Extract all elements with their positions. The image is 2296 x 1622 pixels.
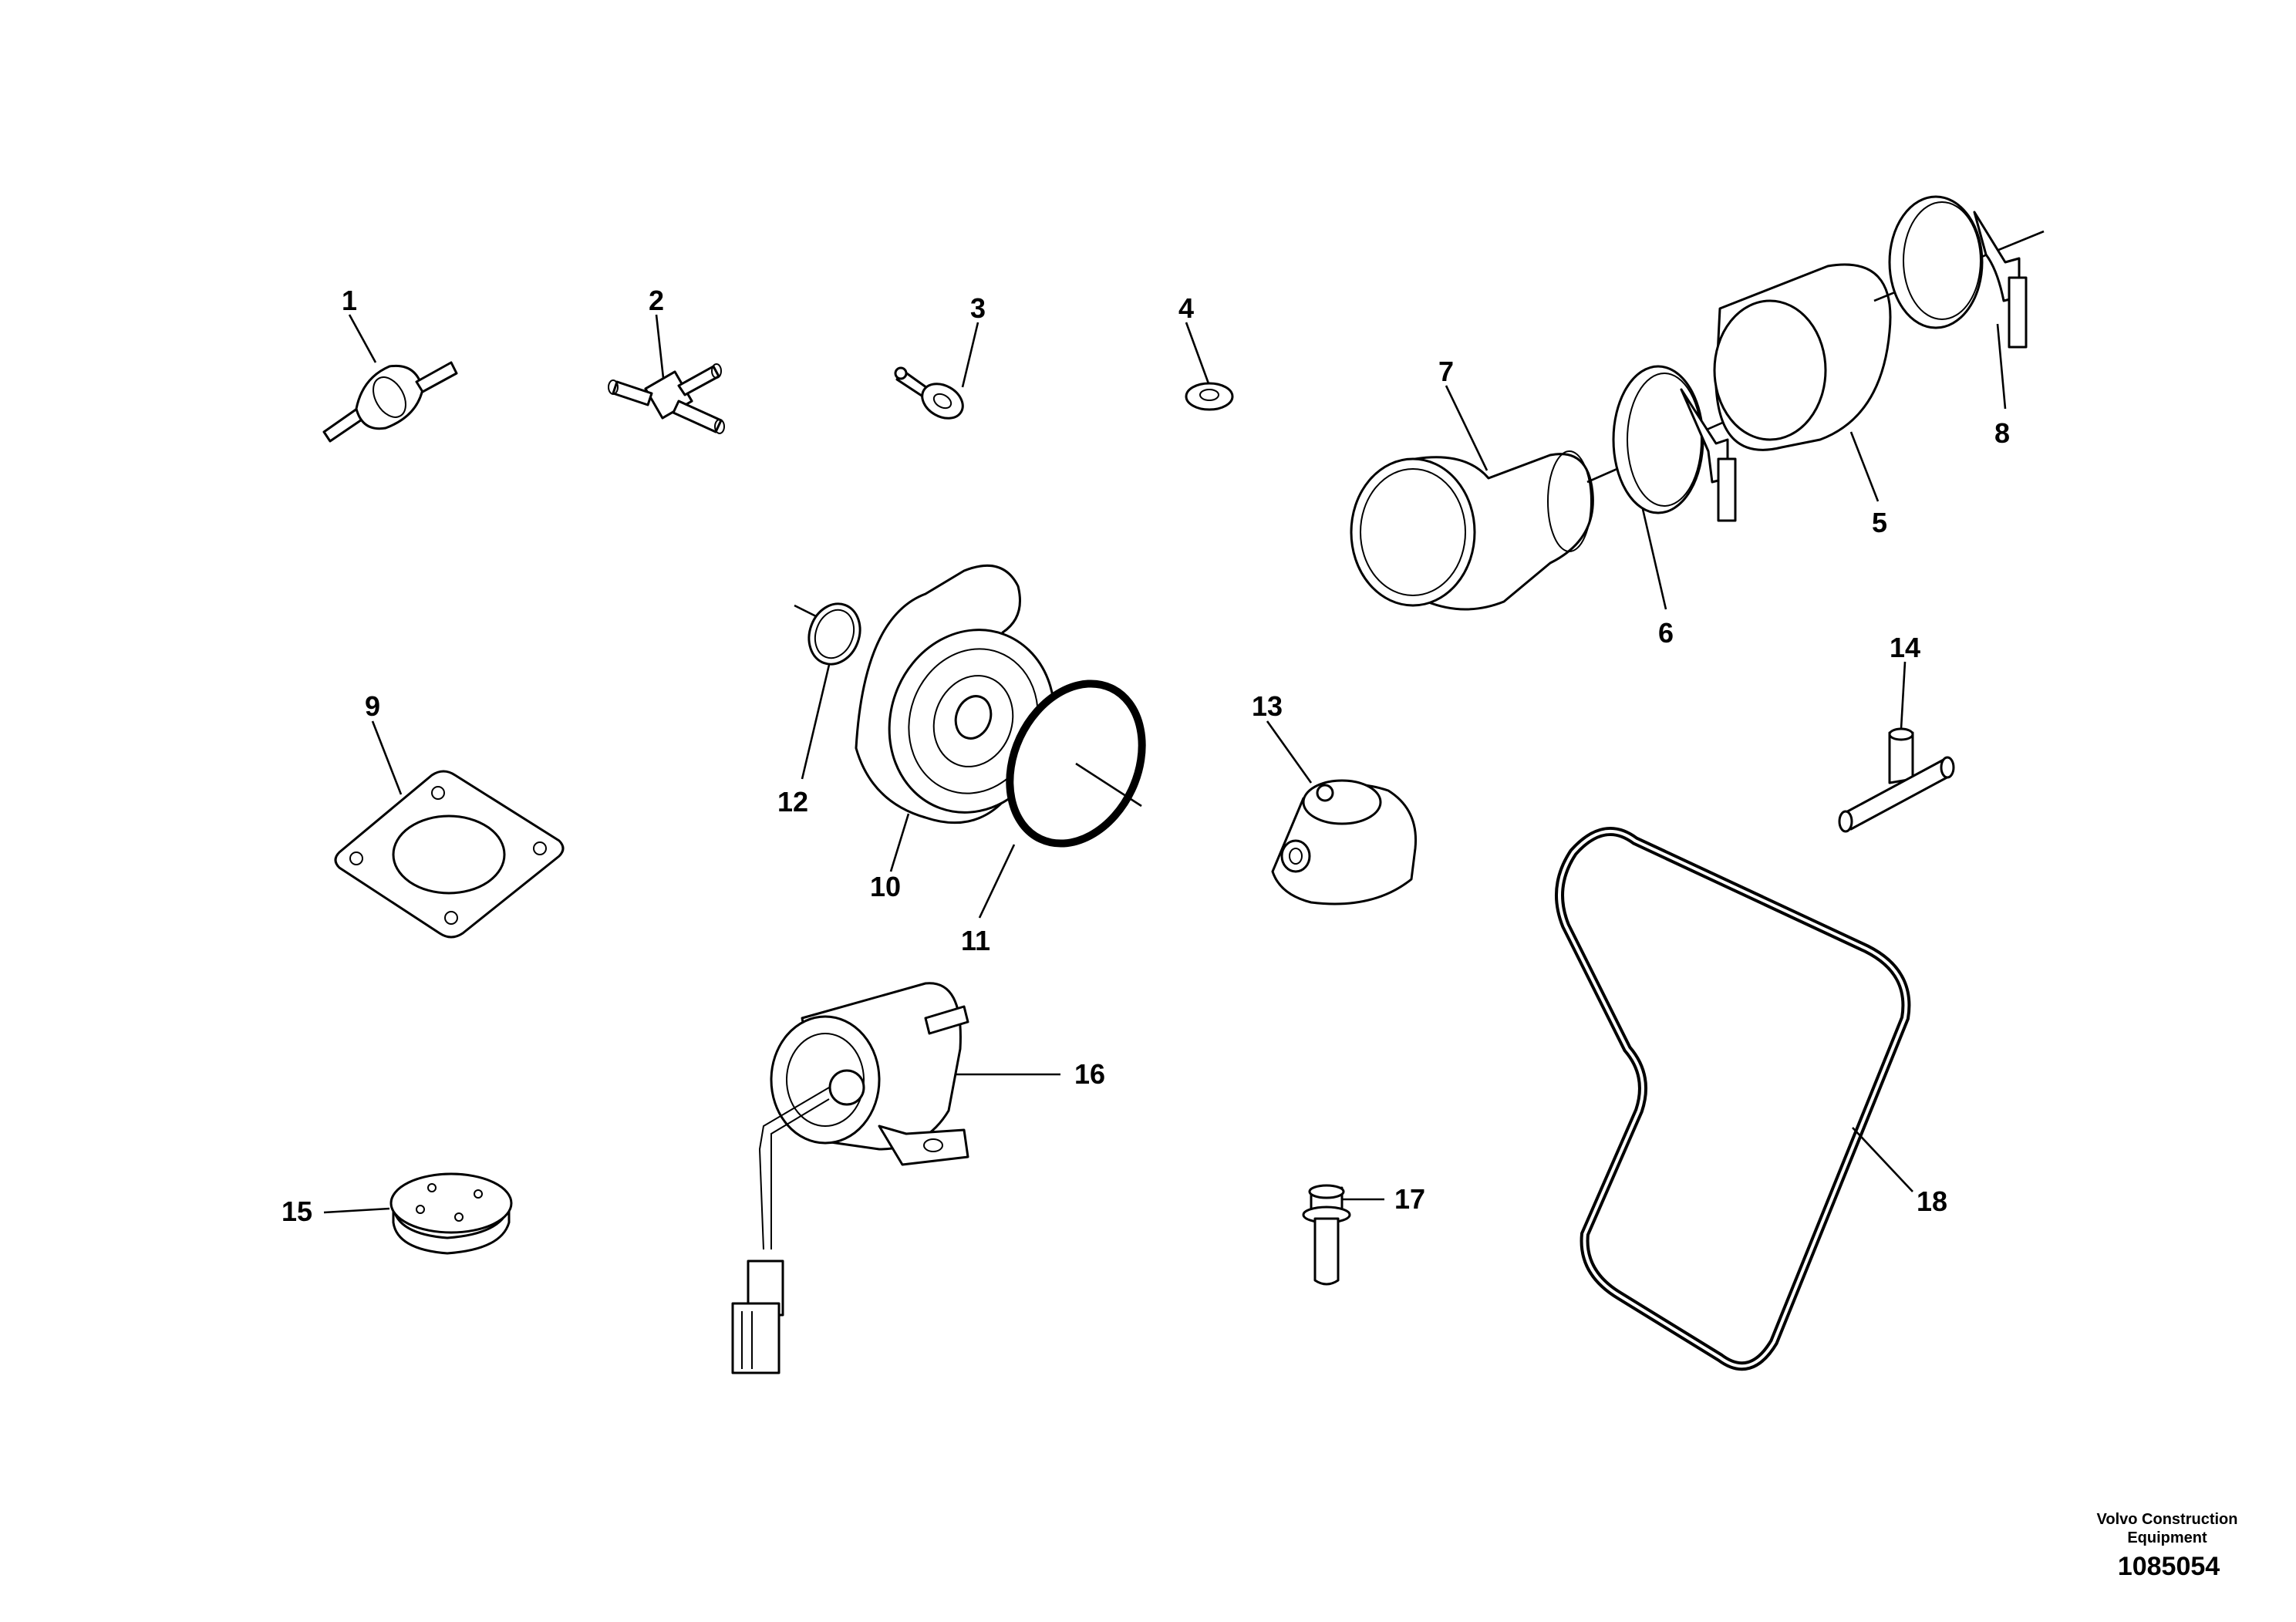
footer-block: Volvo Construction Equipment 1085054 — [2097, 1511, 2238, 1581]
callout-5: 5 — [1872, 507, 1887, 538]
callout-2: 2 — [649, 285, 664, 316]
o-ring-large-icon — [978, 679, 1146, 919]
v-ribbed-belt-icon — [1555, 827, 1913, 1371]
hose-clamp-icon — [1586, 365, 1790, 610]
company-name-line1: Volvo Construction — [2097, 1511, 2238, 1528]
callout-3: 3 — [970, 292, 986, 324]
hose-clamp-icon — [1873, 195, 2045, 410]
callout-8: 8 — [1994, 417, 2010, 449]
callout-9: 9 — [365, 690, 380, 722]
banjo-fitting-icon — [894, 322, 979, 420]
fuel-pump-icon — [731, 982, 1060, 1374]
callout-11: 11 — [961, 925, 990, 956]
callout-17: 17 — [1394, 1183, 1425, 1215]
callout-6: 6 — [1658, 617, 1674, 649]
callout-18: 18 — [1917, 1185, 1947, 1217]
callout-14: 14 — [1890, 632, 1920, 663]
tee-fitting-icon — [608, 314, 725, 434]
callout-13: 13 — [1252, 690, 1283, 722]
company-name-line2: Equipment — [2127, 1529, 2207, 1546]
elbow-hose-icon — [1350, 385, 1594, 611]
callout-12: 12 — [777, 786, 808, 818]
flange-gasket-icon — [334, 720, 565, 939]
callout-16: 16 — [1074, 1058, 1105, 1090]
callout-7: 7 — [1438, 356, 1454, 387]
cap-plug-icon — [323, 1172, 513, 1255]
flange-bolt-icon — [1302, 1184, 1384, 1286]
tee-connector-icon — [1838, 661, 1955, 833]
callout-15: 15 — [282, 1195, 312, 1227]
o-ring-small-icon — [794, 602, 861, 780]
drawing-number: 1085054 — [2118, 1552, 2220, 1581]
callout-10: 10 — [870, 871, 901, 902]
callout-1: 1 — [342, 285, 357, 316]
fuel-hose-connector-icon — [322, 314, 458, 443]
sealing-washer-icon — [1185, 322, 1234, 411]
callout-4: 4 — [1178, 292, 1194, 324]
rubber-sleeve-icon — [1713, 263, 1892, 502]
filter-head-icon — [1266, 720, 1418, 905]
